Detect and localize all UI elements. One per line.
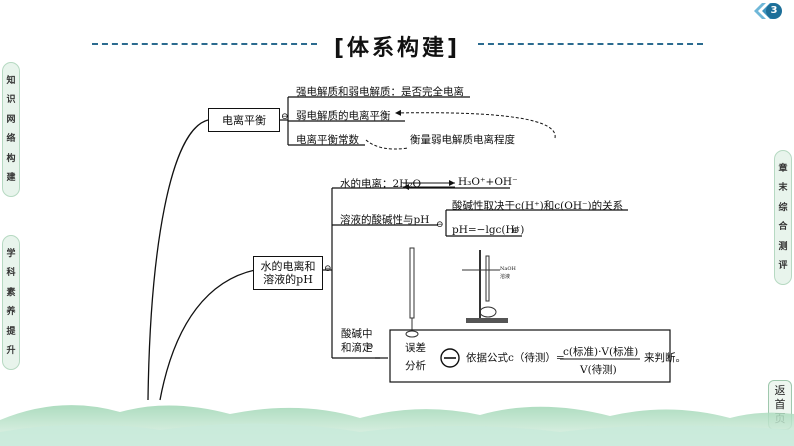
tab-char: 末 [778, 183, 788, 194]
formula-lead: 依据公式c（待测）= [466, 352, 565, 364]
side-tab-literacy[interactable]: 学 科 素 养 提 升 [2, 235, 20, 370]
tab-char: 综 [778, 202, 788, 213]
tab-char: 构 [6, 153, 16, 164]
collapse-icon: ⊖ [366, 342, 374, 352]
tab-char: 知 [6, 75, 16, 86]
tab-char: 建 [6, 173, 16, 184]
node-ionization-equilibrium: 电离平衡 [208, 108, 280, 132]
burette-icon [405, 247, 419, 338]
tab-char: 素 [6, 287, 16, 298]
page-title: [体系构建] [333, 36, 461, 61]
acidity-rule: 酸碱性取决于c(H⁺)和c(OH⁻)的关系 [452, 200, 624, 212]
formula-tail: 来判断。 [644, 352, 686, 364]
collapse-icon: ⊖ [281, 112, 289, 122]
tab-char: 测 [778, 241, 788, 252]
water-ionization-label: 水的电离：2H₂O [340, 178, 422, 190]
header-dash-left [92, 43, 317, 45]
page-badge: 3 [750, 0, 794, 22]
tab-char: 升 [6, 346, 16, 357]
node-water-ph: 水的电离和 溶液的pH [253, 256, 323, 290]
tab-char: 提 [6, 326, 16, 337]
side-tab-knowledge[interactable]: 知 识 网 络 构 建 [2, 62, 20, 197]
branch-ionization-constant: 电离平衡常数 [296, 134, 359, 146]
tab-char: 络 [6, 134, 16, 145]
tab-char: 评 [778, 261, 788, 272]
header-dash-right [478, 43, 703, 45]
branch-strong-weak: 强电解质和弱电解质：是否完全电离 [296, 86, 464, 98]
tab-char: 合 [778, 222, 788, 233]
tab-char: 学 [6, 248, 16, 259]
formula-denominator: V(待测) [580, 364, 617, 376]
ph-formula: pH=−lgc(H⁺) [452, 224, 525, 236]
collapse-icon: ⊖ [324, 264, 332, 274]
naoh-label: NaOH [500, 266, 516, 272]
page-number: 3 [766, 3, 782, 19]
node2-line2: 溶液的pH [263, 273, 313, 286]
formula-numerator: c(标准)·V(标准) [563, 346, 639, 358]
titration-stand-icon [462, 250, 508, 323]
return-char: 返 [774, 384, 786, 397]
tab-char: 养 [6, 307, 16, 318]
branch-weak-equilibrium: 弱电解质的电离平衡 [296, 110, 391, 122]
acidity-ph-label: 溶液的酸碱性与pH [340, 214, 430, 226]
error-label-2: 分析 [405, 360, 426, 372]
side-tab-chapter-test[interactable]: 章 末 综 合 测 评 [774, 150, 792, 285]
return-char: 首 [774, 398, 786, 411]
water-ionization-product: H₃O⁺+OH⁻ [458, 176, 518, 188]
error-label-1: 误差 [405, 342, 426, 354]
expand-icon: ⊕ [512, 226, 520, 236]
collapse-icon: ⊖ [436, 220, 444, 230]
titration-label-2: 和滴定 [341, 342, 373, 354]
node2-line1: 水的电离和 [260, 260, 316, 273]
note-measure-degree: 衡量弱电解质电离程度 [410, 134, 515, 146]
tab-char: 识 [6, 95, 16, 106]
tab-char: 章 [778, 163, 788, 174]
tab-char: 科 [6, 268, 16, 279]
titration-label-1: 酸碱中 [341, 328, 373, 340]
naoh-solution-label: 溶液 [500, 274, 511, 280]
tab-char: 网 [6, 114, 16, 125]
